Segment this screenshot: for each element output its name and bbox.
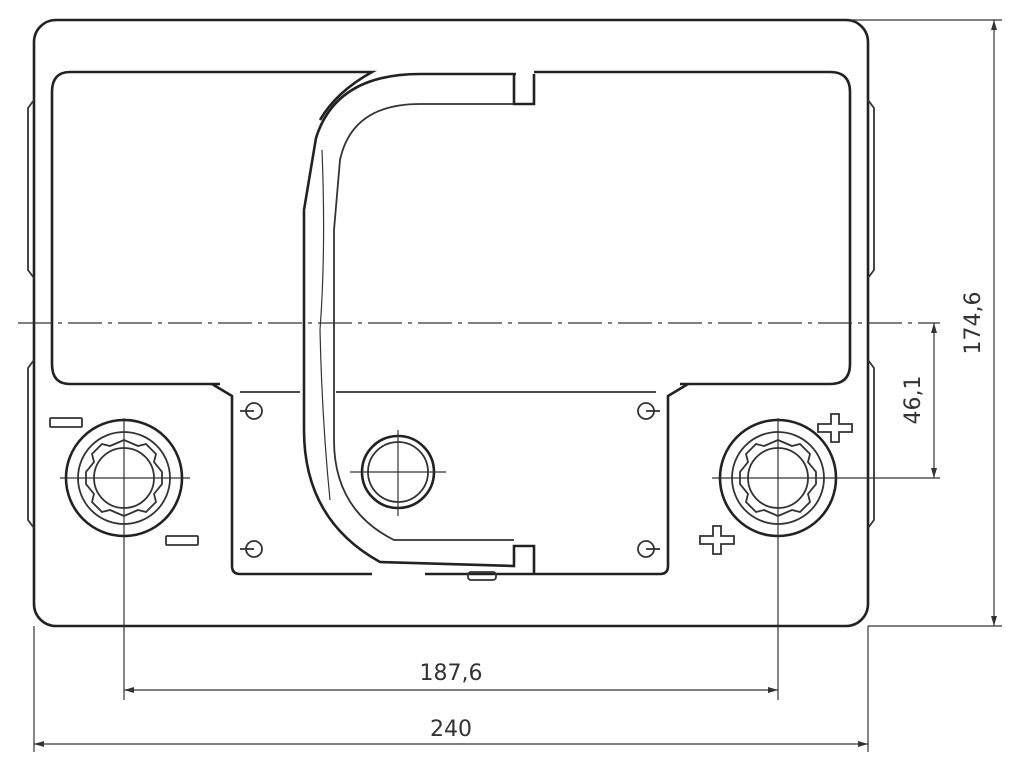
dimension-label: 187,6 <box>420 661 483 686</box>
handle <box>302 72 536 581</box>
mounting-hole <box>637 402 660 420</box>
mounting-hole <box>637 540 660 558</box>
mounting-hole <box>240 402 263 420</box>
dimension-label: 240 <box>430 717 472 742</box>
extension-lines <box>33 19 1002 752</box>
lid-panel <box>50 70 852 386</box>
minus-sign-icon <box>165 535 199 546</box>
minus-sign-icon <box>49 417 83 428</box>
dimension-label: 46,1 <box>901 376 926 425</box>
mounting-holes <box>240 402 660 558</box>
dimension-width-overall: 240 <box>34 717 868 747</box>
dimension-terminal-offset: 46,1 <box>901 323 937 478</box>
dimension-height-overall: 174,6 <box>961 20 997 626</box>
side-ribs <box>27 99 875 529</box>
plus-sign-icon <box>817 413 853 443</box>
plus-sign-icon <box>699 525 735 555</box>
terminal-center-lines <box>60 418 940 700</box>
dimension-terminal-spacing: 187,6 <box>124 661 778 693</box>
dimension-label: 174,6 <box>961 292 986 355</box>
vent-panel <box>211 382 689 576</box>
mounting-hole <box>240 540 263 558</box>
vent-cap <box>350 430 446 516</box>
